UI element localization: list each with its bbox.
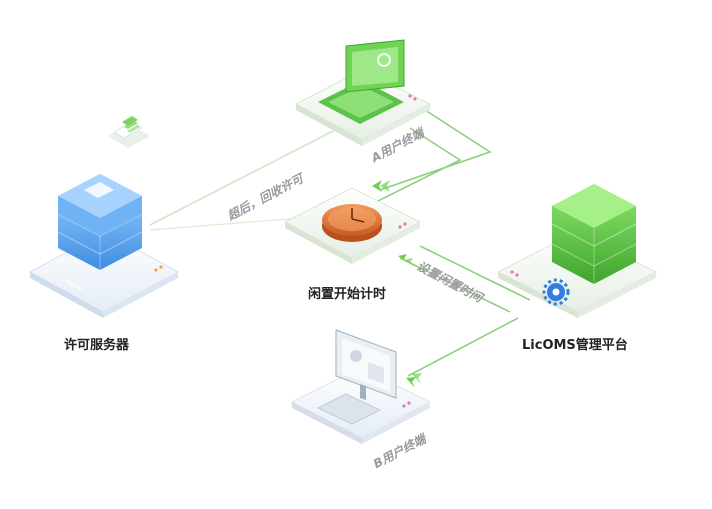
connection-lines bbox=[149, 109, 531, 377]
arrow-into-timer-top-2 bbox=[380, 180, 390, 192]
gear-icon bbox=[542, 278, 570, 306]
edge-server-to-timer bbox=[149, 217, 301, 231]
arrow-into-timer-right bbox=[398, 254, 409, 263]
arrow-into-client-b-2 bbox=[412, 373, 422, 384]
edge-server-to-client-a bbox=[149, 129, 336, 226]
client-a-terminal bbox=[294, 39, 432, 146]
edge-a-return bbox=[369, 127, 462, 206]
clock-icon bbox=[322, 204, 382, 242]
edge-platform-to-timer bbox=[399, 257, 511, 313]
document-icon bbox=[108, 116, 150, 148]
licoms-platform bbox=[496, 184, 658, 318]
arrow-into-timer-top bbox=[372, 180, 382, 192]
arrow-into-client-b bbox=[406, 377, 416, 388]
edge-platform-to-client-b bbox=[407, 317, 519, 377]
client-b-terminal bbox=[290, 329, 432, 444]
licoms-label: LicOMS管理平台 bbox=[522, 338, 628, 353]
keyboard bbox=[317, 393, 381, 425]
arrowheads bbox=[372, 180, 422, 388]
licoms-server-stack bbox=[551, 184, 637, 284]
idle-timer-node bbox=[283, 187, 422, 264]
license-server-label: 许可服务器 bbox=[64, 338, 130, 353]
license-server bbox=[28, 174, 180, 318]
arrow-into-timer-right-2 bbox=[404, 258, 415, 267]
edge-timer-to-platform bbox=[419, 245, 531, 301]
timer-label: 闲置开始计时 bbox=[308, 287, 387, 302]
server-stack bbox=[57, 174, 143, 291]
edge-client-a-to-timer bbox=[379, 109, 492, 191]
